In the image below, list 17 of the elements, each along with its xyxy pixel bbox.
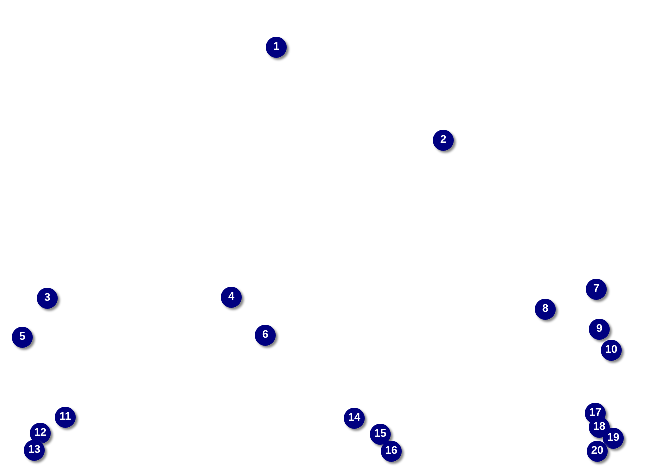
callout-number: 12 xyxy=(30,423,51,444)
callout-number: 16 xyxy=(381,441,402,462)
callout-number: 6 xyxy=(255,325,276,346)
callout-number: 11 xyxy=(55,407,76,428)
callout-number: 10 xyxy=(601,340,622,361)
callout-number: 1 xyxy=(266,37,287,58)
callout-number: 2 xyxy=(433,130,454,151)
callout-number: 13 xyxy=(24,440,45,461)
callout-number: 4 xyxy=(221,287,242,308)
callout-number: 14 xyxy=(344,408,365,429)
callout-number: 9 xyxy=(589,319,610,340)
callout-number: 15 xyxy=(370,424,391,445)
callout-number: 5 xyxy=(12,327,33,348)
callout-number: 20 xyxy=(587,441,608,462)
callout-number: 8 xyxy=(535,299,556,320)
callout-number: 7 xyxy=(586,279,607,300)
callout-number: 3 xyxy=(37,288,58,309)
